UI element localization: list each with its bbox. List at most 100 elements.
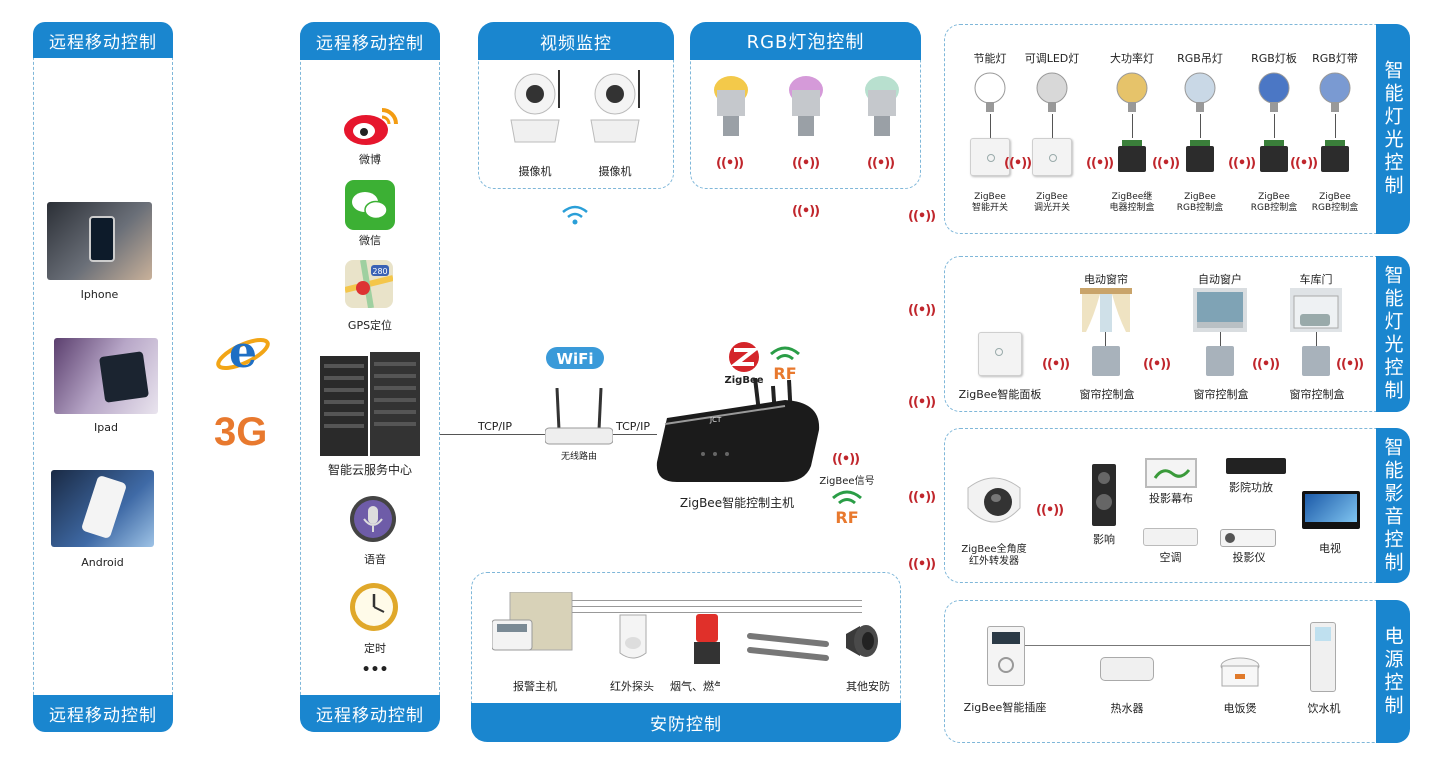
signal-icon: ((•)) xyxy=(832,452,860,467)
light-type-label: 节能灯 xyxy=(973,52,1007,65)
light-type-label: RGB灯板 xyxy=(1251,52,1297,65)
svg-text:RF: RF xyxy=(835,508,858,526)
wechat-icon xyxy=(345,180,395,230)
video-header: 视频监控 xyxy=(478,22,674,60)
smoke-alarm-label: 烟气、燃气 xyxy=(670,680,720,693)
light-link-line xyxy=(1052,114,1053,138)
tv-icon xyxy=(1302,491,1360,529)
garage-door-icon xyxy=(1290,288,1342,332)
signal-icon: ((•)) xyxy=(1152,156,1180,171)
android-photo xyxy=(51,470,154,547)
curtain-box-label: 窗帘控制盒 xyxy=(1193,388,1249,401)
chandelier-icon xyxy=(1114,70,1150,114)
av-tab: 智能影音控制 xyxy=(1376,428,1410,583)
signal-icon: ((•)) xyxy=(908,209,936,224)
remote-mid-header-top: 远程移动控制 xyxy=(300,22,440,60)
curtain-box-icon xyxy=(1206,346,1234,376)
water-heater-label: 热水器 xyxy=(1110,702,1144,715)
projector-icon xyxy=(1220,529,1276,547)
garage-link xyxy=(1316,332,1317,346)
curtain-label: 电动窗帘 xyxy=(1084,273,1128,286)
cloud-service-label: 智能云服务中心 xyxy=(327,463,412,477)
device-label-android: Android xyxy=(81,556,124,569)
power-bus-line xyxy=(1024,645,1324,646)
beam-detector-icon xyxy=(746,630,830,662)
light2-tab: 智能灯光控制 xyxy=(1376,256,1410,412)
light-link-line xyxy=(1132,114,1133,138)
other-security-label: 其他安防 xyxy=(846,680,890,693)
wifi-badge: WiFi xyxy=(546,345,604,371)
security-bus-line xyxy=(572,612,862,613)
power-tab: 电源控制 xyxy=(1376,600,1410,743)
signal-icon: ((•)) xyxy=(1228,156,1256,171)
router-label: 无线路由 xyxy=(560,452,597,462)
rf-signal-icon: RF xyxy=(768,342,802,383)
rice-cooker-icon xyxy=(1219,656,1261,688)
smart-socket-icon xyxy=(987,626,1025,686)
tv-label: 电视 xyxy=(1319,542,1341,555)
signal-icon: ((•)) xyxy=(792,156,820,171)
siren-icon xyxy=(842,620,882,664)
security-bus-line xyxy=(572,606,862,607)
rice-cooker-label: 电饭煲 xyxy=(1223,702,1257,715)
camera-icon xyxy=(505,68,565,148)
zigbee-control-box xyxy=(1186,140,1214,172)
remote-mid-header-bottom: 远程移动控制 xyxy=(300,695,440,732)
wireless-router-icon xyxy=(544,387,614,446)
ir-transponder-icon xyxy=(964,474,1024,536)
infrared-probe-label: 红外探头 xyxy=(610,680,654,693)
gps-map-icon: 280 xyxy=(344,259,394,309)
signal-icon: ((•)) xyxy=(867,156,895,171)
zigbee-signal-label: ZigBee信号 xyxy=(819,476,875,487)
svg-text:JCT: JCT xyxy=(709,416,722,424)
rgb-bulb-icon xyxy=(862,74,902,144)
timer-label: 定时 xyxy=(364,642,386,655)
security-header: 安防控制 xyxy=(471,703,901,742)
smart-socket-label: ZigBee智能插座 xyxy=(963,701,1047,714)
infrared-probe-icon xyxy=(618,613,648,663)
signal-icon: ((•)) xyxy=(908,490,936,505)
ipad-photo xyxy=(54,338,158,414)
zigbee-host-device: JCT xyxy=(655,377,823,486)
curtain-link xyxy=(1105,332,1106,346)
security-bus-line xyxy=(572,600,862,601)
signal-icon: ((•)) xyxy=(792,204,820,219)
ir-transponder-label: ZigBee全角度红外转发器 xyxy=(961,544,1027,567)
tcp-label-left: TCP/IP xyxy=(478,420,512,433)
rgb-panel-icon xyxy=(1256,70,1292,114)
led-lamp-icon xyxy=(1034,70,1070,114)
camera-label: 摄像机 xyxy=(598,165,632,178)
zigbee-switch xyxy=(1032,138,1072,176)
device-label-ipad: Ipad xyxy=(94,421,118,434)
light-type-label: 大功率灯 xyxy=(1110,52,1154,65)
air-conditioner-icon xyxy=(1143,528,1198,546)
light-type-label: 可调LED灯 xyxy=(1024,52,1080,65)
curtain-box-icon xyxy=(1092,346,1120,376)
amplifier-label: 影院功放 xyxy=(1229,481,1273,494)
light-type-label: RGB灯带 xyxy=(1312,52,1358,65)
water-heater-icon xyxy=(1100,657,1154,681)
camera-icon xyxy=(585,68,645,148)
air-conditioner-label: 空调 xyxy=(1159,551,1182,564)
zigbee-panel-switch xyxy=(978,332,1022,376)
timer-clock-icon xyxy=(349,582,399,632)
remote-left-header-bottom: 远程移动控制 xyxy=(33,695,173,732)
rf-signal-icon: RF xyxy=(830,486,864,527)
curtain-box-icon xyxy=(1302,346,1330,376)
camera-label: 摄像机 xyxy=(518,165,552,178)
rgb-bulb-icon xyxy=(786,74,826,144)
curtain-box-label: 窗帘控制盒 xyxy=(1079,388,1135,401)
signal-icon: ((•)) xyxy=(1004,156,1032,171)
zigbee-control-box xyxy=(1260,140,1288,172)
device-label-iphone: Iphone xyxy=(80,288,119,301)
rgb-strip-icon xyxy=(1317,70,1353,114)
rgb-bulb-icon xyxy=(711,74,751,144)
signal-icon: ((•)) xyxy=(1086,156,1114,171)
signal-icon: ((•)) xyxy=(1336,357,1364,372)
remote-left-header-top: 远程移动控制 xyxy=(33,22,173,58)
tcp-line-right xyxy=(612,434,657,435)
